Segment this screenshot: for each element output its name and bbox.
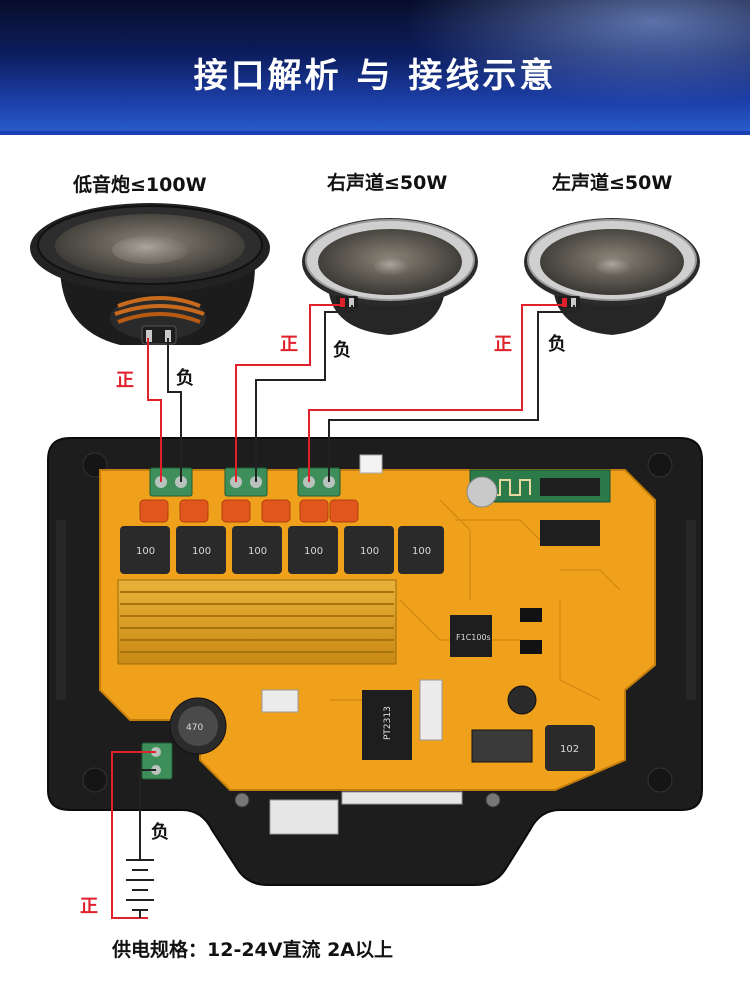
crystal	[466, 476, 498, 508]
right-channel-label: 右声道≤50W	[327, 172, 448, 194]
inductor-text: 100	[192, 546, 211, 557]
sub-negative-wire	[167, 338, 182, 482]
sub-terminal	[149, 467, 193, 497]
banner-glow	[360, 0, 750, 120]
right-positive-label: 正	[280, 334, 298, 355]
left-channel-speaker	[524, 218, 700, 335]
small-capacitor	[507, 685, 537, 715]
inductor-text: 100	[360, 546, 379, 557]
power-negative-wire	[139, 769, 156, 860]
power-terminal	[141, 742, 173, 780]
left-positive-wire	[308, 304, 564, 482]
left-negative-label: 负	[548, 334, 566, 355]
bottom-connector	[269, 799, 339, 835]
left-channel-label: 左声道≤50W	[552, 172, 673, 194]
regulator	[471, 729, 533, 763]
subwoofer-label: 低音炮≤100W	[73, 174, 207, 196]
screw	[234, 792, 250, 808]
inductor-text: 100	[248, 546, 267, 557]
audio-processor-chip: PT2313	[362, 690, 412, 760]
inductor-small-text: 102	[560, 744, 579, 755]
amplifier-board: 100 100 100 100 100 100	[47, 437, 703, 886]
power-inductor: 102	[545, 725, 595, 771]
header-pins	[520, 640, 542, 654]
left-positive-label: 正	[494, 334, 512, 355]
page-title: 接口解析 与 接线示意	[193, 56, 557, 96]
film-capacitors	[139, 499, 359, 523]
small-connector	[359, 454, 383, 474]
right-channel-speaker	[302, 218, 478, 335]
bt-chip: F1C100s	[450, 615, 492, 657]
sub-positive-label: 正	[116, 370, 134, 391]
left-negative-wire	[328, 305, 575, 482]
inductor-text: 100	[304, 546, 323, 557]
inductor-text: 100	[136, 546, 155, 557]
title-banner: 接口解析 与 接线示意	[0, 0, 750, 135]
ribbon-connector	[341, 791, 463, 805]
inductor-text: 100	[412, 546, 431, 557]
capacitor-text: 470	[186, 723, 203, 733]
sub-positive-wire	[147, 338, 162, 482]
inductors: 100 100 100 100 100 100	[120, 526, 444, 574]
left-terminal	[297, 467, 341, 497]
right-positive-wire	[235, 304, 342, 482]
right-negative-label: 负	[333, 340, 351, 361]
header-pins	[520, 608, 542, 622]
power-negative-label: 负	[151, 822, 169, 843]
sub-negative-label: 负	[176, 368, 194, 389]
wires	[111, 304, 575, 919]
power-positive-label: 正	[80, 896, 98, 917]
power-spec: 供电规格：12-24V直流 2A以上	[112, 939, 394, 961]
white-connector	[419, 679, 443, 741]
subwoofer-speaker	[30, 203, 270, 345]
right-terminal	[224, 467, 268, 497]
bt-chip-text: F1C100s	[456, 633, 491, 642]
white-connector	[261, 689, 299, 713]
dsp-chip	[540, 520, 600, 546]
electrolytic-capacitor: 470	[169, 697, 227, 755]
screw	[485, 792, 501, 808]
battery-icon	[126, 859, 154, 918]
right-negative-wire	[255, 305, 353, 482]
power-positive-wire	[111, 751, 156, 919]
heatsink	[117, 579, 397, 665]
audio-chip-text: PT2313	[383, 706, 393, 740]
